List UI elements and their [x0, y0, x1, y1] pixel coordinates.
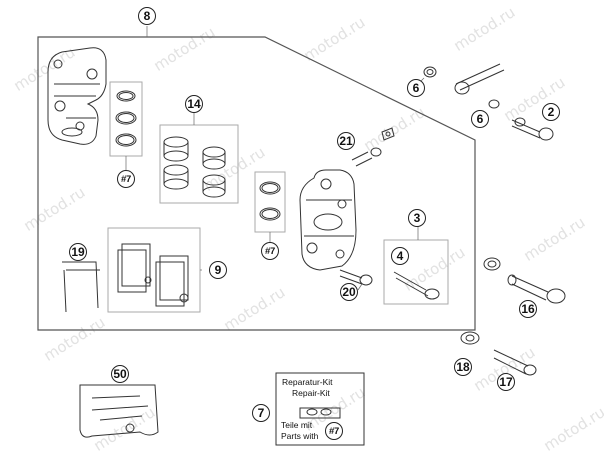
callout-16: 16 — [519, 300, 537, 318]
callout-20: 20 — [340, 283, 358, 301]
brake-pads — [117, 243, 189, 307]
callout-6-lower: 6 — [471, 110, 489, 128]
callout-ref-7-left: #7 — [117, 170, 135, 188]
callout-21: 21 — [337, 132, 355, 150]
axle-parts — [460, 257, 566, 376]
callout-6-top: 6 — [407, 79, 425, 97]
callout-8: 8 — [138, 7, 156, 25]
hardware-bag — [79, 384, 159, 438]
callout-14: 14 — [185, 95, 203, 113]
repair-kit-parts — [299, 407, 341, 419]
caliper-body-left — [47, 47, 107, 145]
repair-kit-title-en: Repair-Kit — [292, 388, 330, 398]
seal-rings-left — [115, 90, 137, 147]
pad-pin-box — [383, 239, 449, 305]
brake-pads-box — [107, 227, 201, 313]
callout-4: 4 — [391, 247, 409, 265]
callout-7: 7 — [252, 404, 270, 422]
caliper-body-right — [299, 169, 357, 271]
callout-19: 19 — [69, 243, 87, 261]
callout-9: 9 — [209, 261, 227, 279]
guide-pin-20 — [339, 269, 373, 286]
callout-17: 17 — [497, 373, 515, 391]
seals-box-center — [254, 171, 286, 233]
callout-50: 50 — [111, 365, 129, 383]
callout-ref-7-kit: #7 — [325, 422, 343, 440]
repair-kit-parts-en: Parts with — [281, 431, 319, 441]
repair-kit-parts-de: Teile mit — [281, 420, 313, 430]
repair-kit-title-de: Reparatur-Kit — [282, 377, 333, 387]
pistons — [163, 136, 226, 198]
callout-2: 2 — [542, 103, 560, 121]
callout-18: 18 — [454, 358, 472, 376]
callout-ref-7-center: #7 — [261, 242, 279, 260]
repair-kit-box — [275, 372, 365, 446]
pad-pin — [393, 271, 440, 300]
pad-spring — [62, 261, 100, 313]
bleeder-screw — [351, 127, 395, 167]
caliper-assembly-frame — [37, 36, 476, 331]
pistons-group-box — [159, 124, 239, 204]
callout-3: 3 — [408, 209, 426, 227]
banjo-parts — [423, 63, 554, 141]
seal-rings-center — [259, 181, 281, 221]
